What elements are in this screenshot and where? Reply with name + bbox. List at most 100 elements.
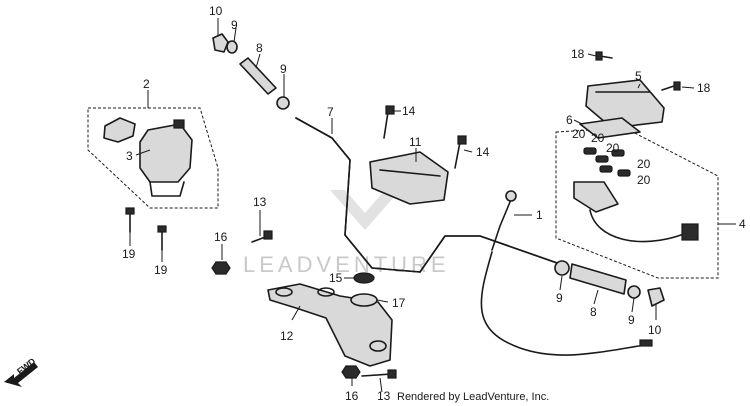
callout-16-upper: 16 xyxy=(214,230,228,244)
cable-adjuster-knob xyxy=(505,190,517,202)
nut-16-upper-icon xyxy=(211,261,231,275)
callout-15: 15 xyxy=(329,271,343,285)
ignition-switch-group xyxy=(87,107,219,209)
callout-11: 11 xyxy=(409,135,422,149)
callout-1: 1 xyxy=(536,208,543,222)
callout-19-right: 19 xyxy=(154,263,168,277)
bolt-13-lower xyxy=(361,373,393,377)
cable-end-icon xyxy=(639,339,653,347)
ignition-wire xyxy=(149,181,185,197)
bulb-20-b-icon xyxy=(595,155,609,163)
right-grip-group xyxy=(554,260,665,307)
callout-2: 2 xyxy=(143,77,150,91)
bridge-hole-left xyxy=(275,287,293,297)
bulb-20-d-icon xyxy=(599,165,613,173)
bolt-19-right-head-icon xyxy=(157,225,167,233)
credit-text: Rendered by LeadVenture, Inc. xyxy=(397,391,549,403)
callout-20-a: 20 xyxy=(572,127,586,141)
washer-17 xyxy=(350,293,378,307)
bolt-14-right xyxy=(454,141,461,169)
callout-7: 7 xyxy=(327,105,334,119)
callout-9-far-right: 9 xyxy=(628,313,635,327)
callout-20-b: 20 xyxy=(591,131,605,145)
leader-lines xyxy=(129,18,736,393)
bolt-13-lower-head-icon xyxy=(387,369,397,379)
throttle-cable-group xyxy=(480,190,653,356)
meter-group xyxy=(555,51,719,279)
grip-8-right xyxy=(569,263,627,295)
callout-18-right: 18 xyxy=(697,81,711,95)
collar-9-top xyxy=(226,40,238,54)
screw-18-right-head-icon xyxy=(673,81,681,91)
collar-9-far-right xyxy=(627,285,641,299)
callout-16-lower: 16 xyxy=(345,389,359,403)
callout-19-left: 19 xyxy=(122,247,136,261)
callout-6: 6 xyxy=(566,113,573,127)
callout-5: 5 xyxy=(635,69,642,83)
callout-3: 3 xyxy=(126,149,133,163)
callout-13-upper: 13 xyxy=(253,195,267,209)
throttle-cable xyxy=(480,251,646,356)
upper-holder xyxy=(369,151,449,205)
cushion-group xyxy=(350,272,378,307)
callout-9-top: 9 xyxy=(231,18,238,32)
bridge-hole-right xyxy=(369,340,387,352)
callout-4: 4 xyxy=(739,217,746,231)
ignition-bracket xyxy=(103,117,136,143)
cushion-15 xyxy=(353,272,375,284)
bolt-14-left xyxy=(383,111,389,139)
ignition-key-icon xyxy=(173,119,185,129)
bolt-19-left-head-icon xyxy=(125,207,135,215)
callout-9-right: 9 xyxy=(556,291,563,305)
callout-8-top: 8 xyxy=(256,41,263,55)
collar-9-right xyxy=(554,260,570,276)
screw-18-left-head-icon xyxy=(595,51,603,61)
callout-10-right: 10 xyxy=(648,323,662,337)
callout-14-left: 14 xyxy=(402,104,416,118)
fwd-arrow-icon xyxy=(4,362,38,387)
bulb-20-set xyxy=(583,147,631,177)
grip-end-weight xyxy=(212,33,229,53)
grip-8-top xyxy=(239,57,277,95)
handlebar-fill xyxy=(295,117,561,273)
callout-20-d: 20 xyxy=(637,157,651,171)
nut-16-lower-icon xyxy=(341,365,361,379)
harness-connector-icon xyxy=(681,223,699,241)
meter-socket xyxy=(573,181,619,213)
grip-end-right xyxy=(647,287,665,307)
handlebar-group xyxy=(295,117,561,273)
callout-labels: 10 9 8 9 2 3 7 14 14 11 1 13 16 19 19 12… xyxy=(122,4,746,403)
callout-9-mid: 9 xyxy=(280,62,287,76)
bulb-20-e-icon xyxy=(617,169,631,177)
meter-gasket-6 xyxy=(579,117,641,139)
fwd-indicator: FWD xyxy=(4,356,38,387)
callout-10-top: 10 xyxy=(209,4,223,18)
callout-12: 12 xyxy=(280,329,294,343)
bolt-14-right-head-icon xyxy=(457,135,467,145)
throttle-housing xyxy=(491,201,511,251)
meter-harness xyxy=(589,209,685,243)
watermark-text: LEADVENTURE xyxy=(243,252,450,277)
left-grip-group xyxy=(212,33,290,110)
callout-8-right: 8 xyxy=(590,305,597,319)
callout-14-right: 14 xyxy=(476,145,490,159)
screw-18-right xyxy=(661,85,675,91)
bolt-13-upper-head-icon xyxy=(263,230,273,240)
bulb-20-a-icon xyxy=(583,147,597,155)
callout-20-e: 20 xyxy=(637,173,651,187)
callout-17: 17 xyxy=(392,296,406,310)
ignition-frame xyxy=(87,107,219,209)
fastener-group xyxy=(125,207,397,379)
callout-18-left: 18 xyxy=(571,47,585,61)
callout-20-c: 20 xyxy=(606,141,620,155)
bridge-hole-mid xyxy=(317,287,335,297)
bulb-20-c-icon xyxy=(611,149,625,157)
collar-9-mid xyxy=(276,96,290,110)
bolt-14-left-head-icon xyxy=(385,105,395,115)
meter-frame xyxy=(555,127,719,279)
callout-13-lower: 13 xyxy=(377,389,391,403)
upper-holder-ridge xyxy=(379,169,441,177)
ignition-switch xyxy=(139,123,193,183)
upper-holder-group xyxy=(369,105,467,205)
